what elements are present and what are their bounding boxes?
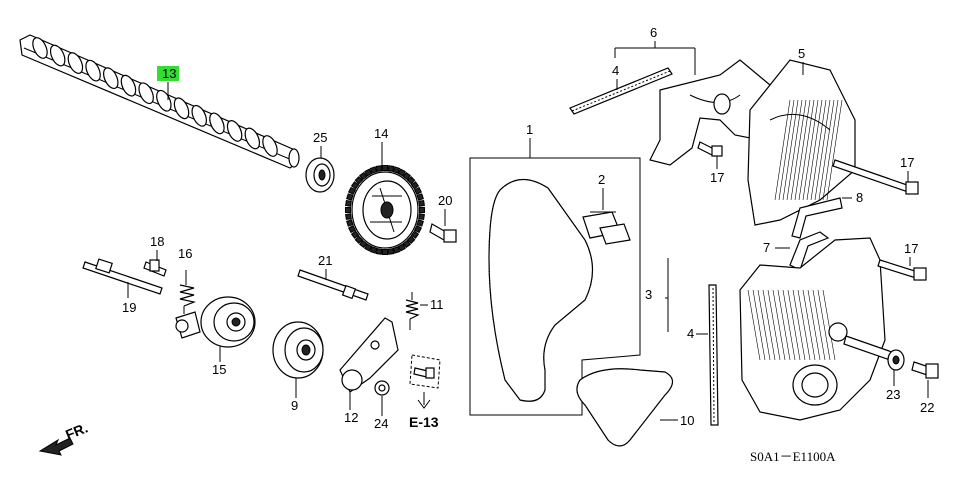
- camshaft[interactable]: [19, 34, 300, 169]
- crank-bolt[interactable]: [911, 361, 939, 379]
- label-4-lower[interactable]: 4: [687, 326, 694, 341]
- label-5[interactable]: 5: [798, 46, 805, 61]
- timing-belt-tensioner[interactable]: [175, 296, 256, 348]
- label-6[interactable]: 6: [650, 25, 657, 40]
- bracket-3: [665, 258, 669, 332]
- lower-cover[interactable]: [739, 237, 893, 421]
- adjuster-spring[interactable]: [405, 292, 420, 330]
- upper-cover[interactable]: [747, 59, 856, 226]
- label-16[interactable]: 16: [178, 246, 192, 261]
- label-18[interactable]: 18: [150, 234, 164, 249]
- label-20[interactable]: 20: [438, 193, 452, 208]
- rubber-seal-lower[interactable]: [708, 284, 719, 426]
- label-3[interactable]: 3: [645, 287, 652, 302]
- cover-bolt-b[interactable]: [832, 159, 919, 195]
- label-7[interactable]: 7: [763, 240, 770, 255]
- belt-kit-bracket: [469, 157, 641, 416]
- timing-belt[interactable]: [488, 178, 594, 402]
- back-cover[interactable]: [649, 59, 781, 166]
- balancer-belt[interactable]: [576, 368, 674, 447]
- adjuster-arm[interactable]: [339, 317, 399, 393]
- tensioner-spring[interactable]: [179, 270, 197, 314]
- idler-pulley[interactable]: [272, 321, 324, 379]
- front-label: FR.: [63, 419, 90, 442]
- label-1[interactable]: 1: [526, 122, 533, 137]
- part-13-highlight: [157, 66, 179, 81]
- belt-seal[interactable]: [582, 211, 631, 245]
- label-15[interactable]: 15: [212, 362, 226, 377]
- idler-stud[interactable]: [297, 269, 369, 301]
- label-2[interactable]: 2: [598, 172, 605, 187]
- label-17-b[interactable]: 17: [900, 155, 914, 170]
- label-13[interactable]: 13: [162, 66, 176, 81]
- front-direction-arrow: [38, 437, 74, 456]
- label-12[interactable]: 12: [344, 410, 358, 425]
- cover-gasket-upper[interactable]: [791, 197, 843, 239]
- label-23[interactable]: 23: [886, 387, 900, 402]
- bracket-6: [614, 47, 696, 75]
- stud-bolt[interactable]: [82, 258, 163, 295]
- label-22[interactable]: 22: [920, 400, 934, 415]
- label-8[interactable]: 8: [856, 190, 863, 205]
- oil-seal[interactable]: [305, 157, 335, 193]
- diagram-code: S0A1－E1100A: [750, 449, 836, 464]
- rubber-seal-upper[interactable]: [569, 67, 673, 115]
- label-17-a[interactable]: 17: [710, 170, 724, 185]
- label-25[interactable]: 25: [313, 130, 327, 145]
- label-9[interactable]: 9: [291, 398, 298, 413]
- cover-bolt-c[interactable]: [877, 259, 927, 281]
- label-21[interactable]: 21: [318, 253, 332, 268]
- cover-washer[interactable]: [887, 349, 905, 371]
- label-24[interactable]: 24: [374, 416, 388, 431]
- pulley-bolt[interactable]: [429, 223, 457, 243]
- label-11[interactable]: 11: [430, 297, 444, 312]
- label-14[interactable]: 14: [374, 126, 388, 141]
- ref-e13[interactable]: E-13: [409, 414, 439, 430]
- label-4-upper[interactable]: 4: [612, 63, 619, 78]
- adjuster-bolt[interactable]: [409, 354, 441, 389]
- cover-bolt-a[interactable]: [697, 141, 723, 157]
- label-17-c[interactable]: 17: [904, 241, 918, 256]
- ref-arrow: [417, 392, 431, 409]
- camshaft-pulley[interactable]: [345, 165, 425, 255]
- label-10[interactable]: 10: [680, 413, 694, 428]
- washer[interactable]: [374, 380, 390, 396]
- tensioner-bolt[interactable]: [143, 259, 167, 277]
- label-19[interactable]: 19: [122, 300, 136, 315]
